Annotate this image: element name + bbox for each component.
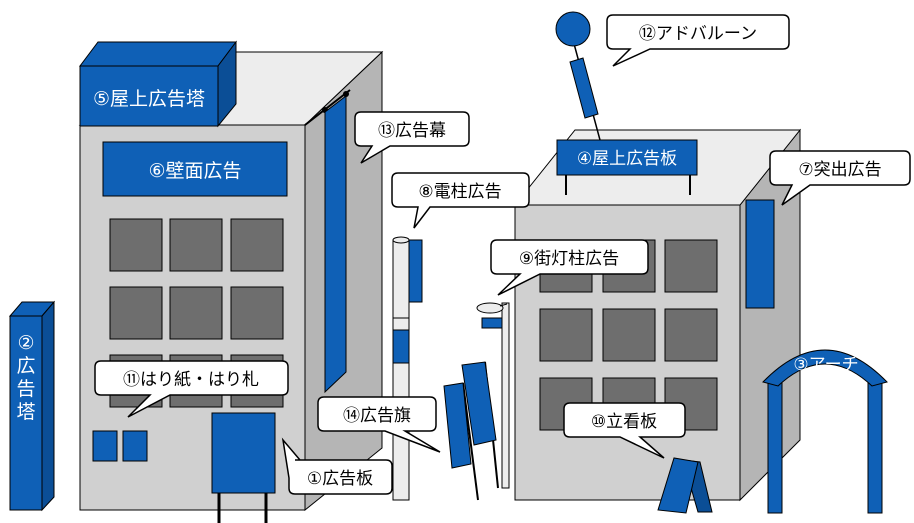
standing-sign	[657, 457, 713, 514]
streetlight	[476, 302, 510, 489]
svg-text:①広告板: ①広告板	[307, 469, 373, 489]
callout-projecting-sign: ⑦突出広告	[769, 150, 911, 206]
svg-text:広: 広	[16, 355, 35, 377]
posters	[92, 430, 148, 462]
svg-text:⑭広告旗: ⑭広告旗	[343, 406, 411, 426]
wall-ad-panel	[102, 141, 288, 197]
svg-text:⑨街灯柱広告: ⑨街灯柱広告	[519, 249, 619, 269]
svg-text:②: ②	[17, 332, 34, 354]
curtain-ad	[304, 89, 351, 394]
projecting-sign	[745, 199, 775, 309]
rooftop-ad-tower	[79, 40, 237, 128]
ad-tower	[8, 300, 56, 512]
callout-pole-ad: ⑧電柱広告	[391, 172, 530, 229]
callout-curtain-ad: ⑬広告幕	[354, 111, 470, 164]
ad-balloon	[555, 11, 601, 141]
callout-flag-ad: ⑭広告旗	[317, 396, 441, 453]
svg-text:告: 告	[16, 378, 35, 400]
billboard	[211, 412, 276, 523]
arch-label: ③アーチ	[793, 355, 858, 375]
callout-billboard: ①広告板	[281, 437, 393, 495]
wall-ad-label: ⑥壁面広告	[148, 160, 241, 182]
ad-tower-label: ② 広 告 塔	[16, 332, 35, 423]
svg-text:⑧電柱広告: ⑧電柱広告	[418, 182, 501, 202]
svg-text:塔: 塔	[16, 401, 35, 423]
svg-text:⑪はり紙・はり札: ⑪はり紙・はり札	[123, 370, 259, 390]
callout-streetlight-ad: ⑨街灯柱広告	[490, 239, 649, 296]
svg-text:⑫アドバルーン: ⑫アドバルーン	[639, 24, 757, 44]
callout-standing-sign: ⑩立看板	[563, 402, 686, 459]
utility-pole	[392, 236, 423, 501]
ad-flags	[443, 361, 499, 501]
rooftop-board	[556, 139, 698, 195]
callout-ad-balloon: ⑫アドバルーン	[606, 14, 790, 67]
callout-posters: ⑪はり紙・はり札	[94, 360, 289, 418]
arch	[762, 349, 888, 514]
svg-text:⑦突出広告: ⑦突出広告	[798, 160, 881, 180]
rooftop-board-label: ④屋上広告板	[577, 149, 677, 169]
svg-text:⑩立看板: ⑩立看板	[591, 412, 657, 432]
rooftop-ad-tower-label: ⑤屋上広告塔	[93, 88, 205, 110]
svg-text:⑬広告幕: ⑬広告幕	[378, 121, 446, 141]
